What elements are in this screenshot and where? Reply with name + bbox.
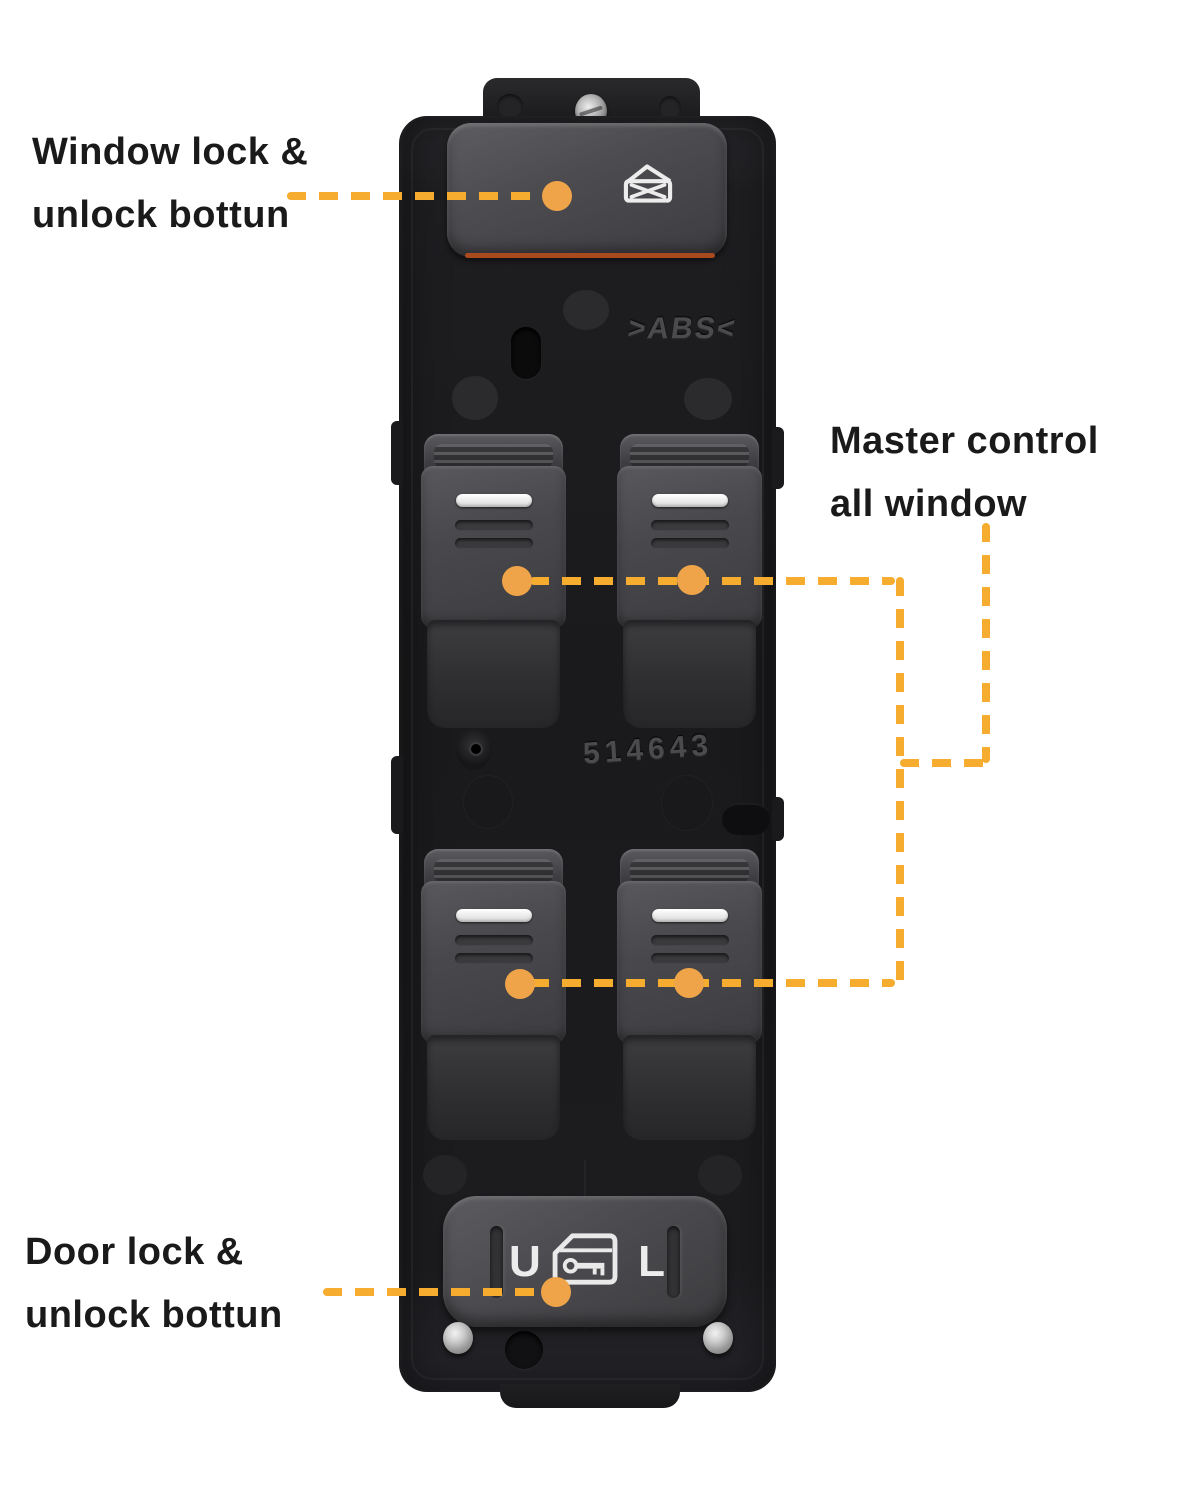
anchor-dot-window-lock xyxy=(542,181,572,211)
molding-mark xyxy=(563,290,609,330)
leader-line-bracket-vertical xyxy=(896,577,904,987)
tab-bump-left xyxy=(497,94,523,118)
rocker-white-slot xyxy=(651,909,728,922)
lock-letter: L xyxy=(638,1237,665,1286)
molding-mark xyxy=(661,775,713,831)
window-switch-front-left xyxy=(421,434,566,728)
molding-mark xyxy=(452,376,498,420)
leader-line-window-lock xyxy=(287,192,543,200)
door-lock-label-line1: Door lock & xyxy=(25,1231,244,1273)
button-gasket-line xyxy=(465,253,715,258)
master-control-label-line1: Master control xyxy=(830,420,1099,462)
anchor-dot-switch-rear-right xyxy=(674,968,704,998)
panel-slot-hole xyxy=(511,327,541,379)
rocker-white-slot xyxy=(455,909,532,922)
rocker-groove xyxy=(454,538,533,549)
molding-mark xyxy=(684,378,732,420)
anchor-dot-door-lock xyxy=(541,1277,571,1307)
window-switch-front-right xyxy=(617,434,762,728)
side-clip-right-upper xyxy=(772,427,784,489)
window-switch-rear-right xyxy=(617,849,762,1140)
abs-material-marking: >ABS< xyxy=(625,312,739,345)
unlock-letter: U xyxy=(509,1237,541,1286)
guide-pin xyxy=(456,728,492,770)
side-notch xyxy=(722,803,770,835)
bottom-mounting-tab xyxy=(500,1384,680,1408)
leader-line-door-lock xyxy=(323,1288,541,1296)
rocker-groove xyxy=(454,935,533,946)
rocker-groove xyxy=(650,538,729,549)
rocker-groove xyxy=(454,520,533,531)
rivet-right xyxy=(703,1322,733,1354)
rocker-white-slot xyxy=(455,494,532,507)
tab-bump-right xyxy=(659,96,681,120)
leader-line-upper-switches xyxy=(530,577,895,585)
rocker-lower-body xyxy=(427,620,560,728)
window-lock-label-line2: unlock bottun xyxy=(32,194,290,236)
rocker-white-slot xyxy=(651,494,728,507)
molding-mark xyxy=(463,775,513,829)
leader-line-bracket-jog xyxy=(900,759,986,767)
rocker-groove xyxy=(650,953,729,964)
switch-groove-right xyxy=(667,1226,680,1298)
anchor-dot-switch-rear-left xyxy=(505,969,535,999)
rocker-lower-body xyxy=(623,1035,756,1140)
side-clip-right-lower xyxy=(772,797,784,841)
rocker-lower-body xyxy=(427,1035,560,1140)
door-lock-label: Door lock & unlock bottun xyxy=(25,1221,283,1347)
rocker-groove xyxy=(650,520,729,531)
leader-line-lower-switches xyxy=(530,979,895,987)
window-with-x-icon xyxy=(623,164,673,203)
screw-boss xyxy=(698,1155,742,1195)
switch-groove-left xyxy=(490,1226,503,1298)
anchor-dot-switch-front-left xyxy=(502,566,532,596)
door-lock-switch: U L xyxy=(443,1196,727,1327)
window-switch-rear-left xyxy=(421,849,566,1140)
side-clip-left-upper xyxy=(391,421,403,485)
screw-boss xyxy=(423,1155,467,1195)
rocker-lower-body xyxy=(623,620,756,728)
anchor-dot-switch-front-right xyxy=(677,565,707,595)
master-control-label: Master control all window xyxy=(830,410,1099,536)
rocker-groove xyxy=(650,935,729,946)
rocker-groove xyxy=(454,953,533,964)
master-control-label-line2: all window xyxy=(830,483,1028,525)
side-clip-left-lower xyxy=(391,756,403,834)
rivet-left xyxy=(443,1322,473,1354)
leader-line-label-drop xyxy=(982,523,990,763)
window-lock-label-line1: Window lock & xyxy=(32,131,309,173)
door-lock-label-line2: unlock bottun xyxy=(25,1294,283,1336)
window-lock-label: Window lock & unlock bottun xyxy=(32,121,308,247)
bottom-screw-hole xyxy=(505,1331,543,1369)
window-lock-button xyxy=(447,123,727,257)
